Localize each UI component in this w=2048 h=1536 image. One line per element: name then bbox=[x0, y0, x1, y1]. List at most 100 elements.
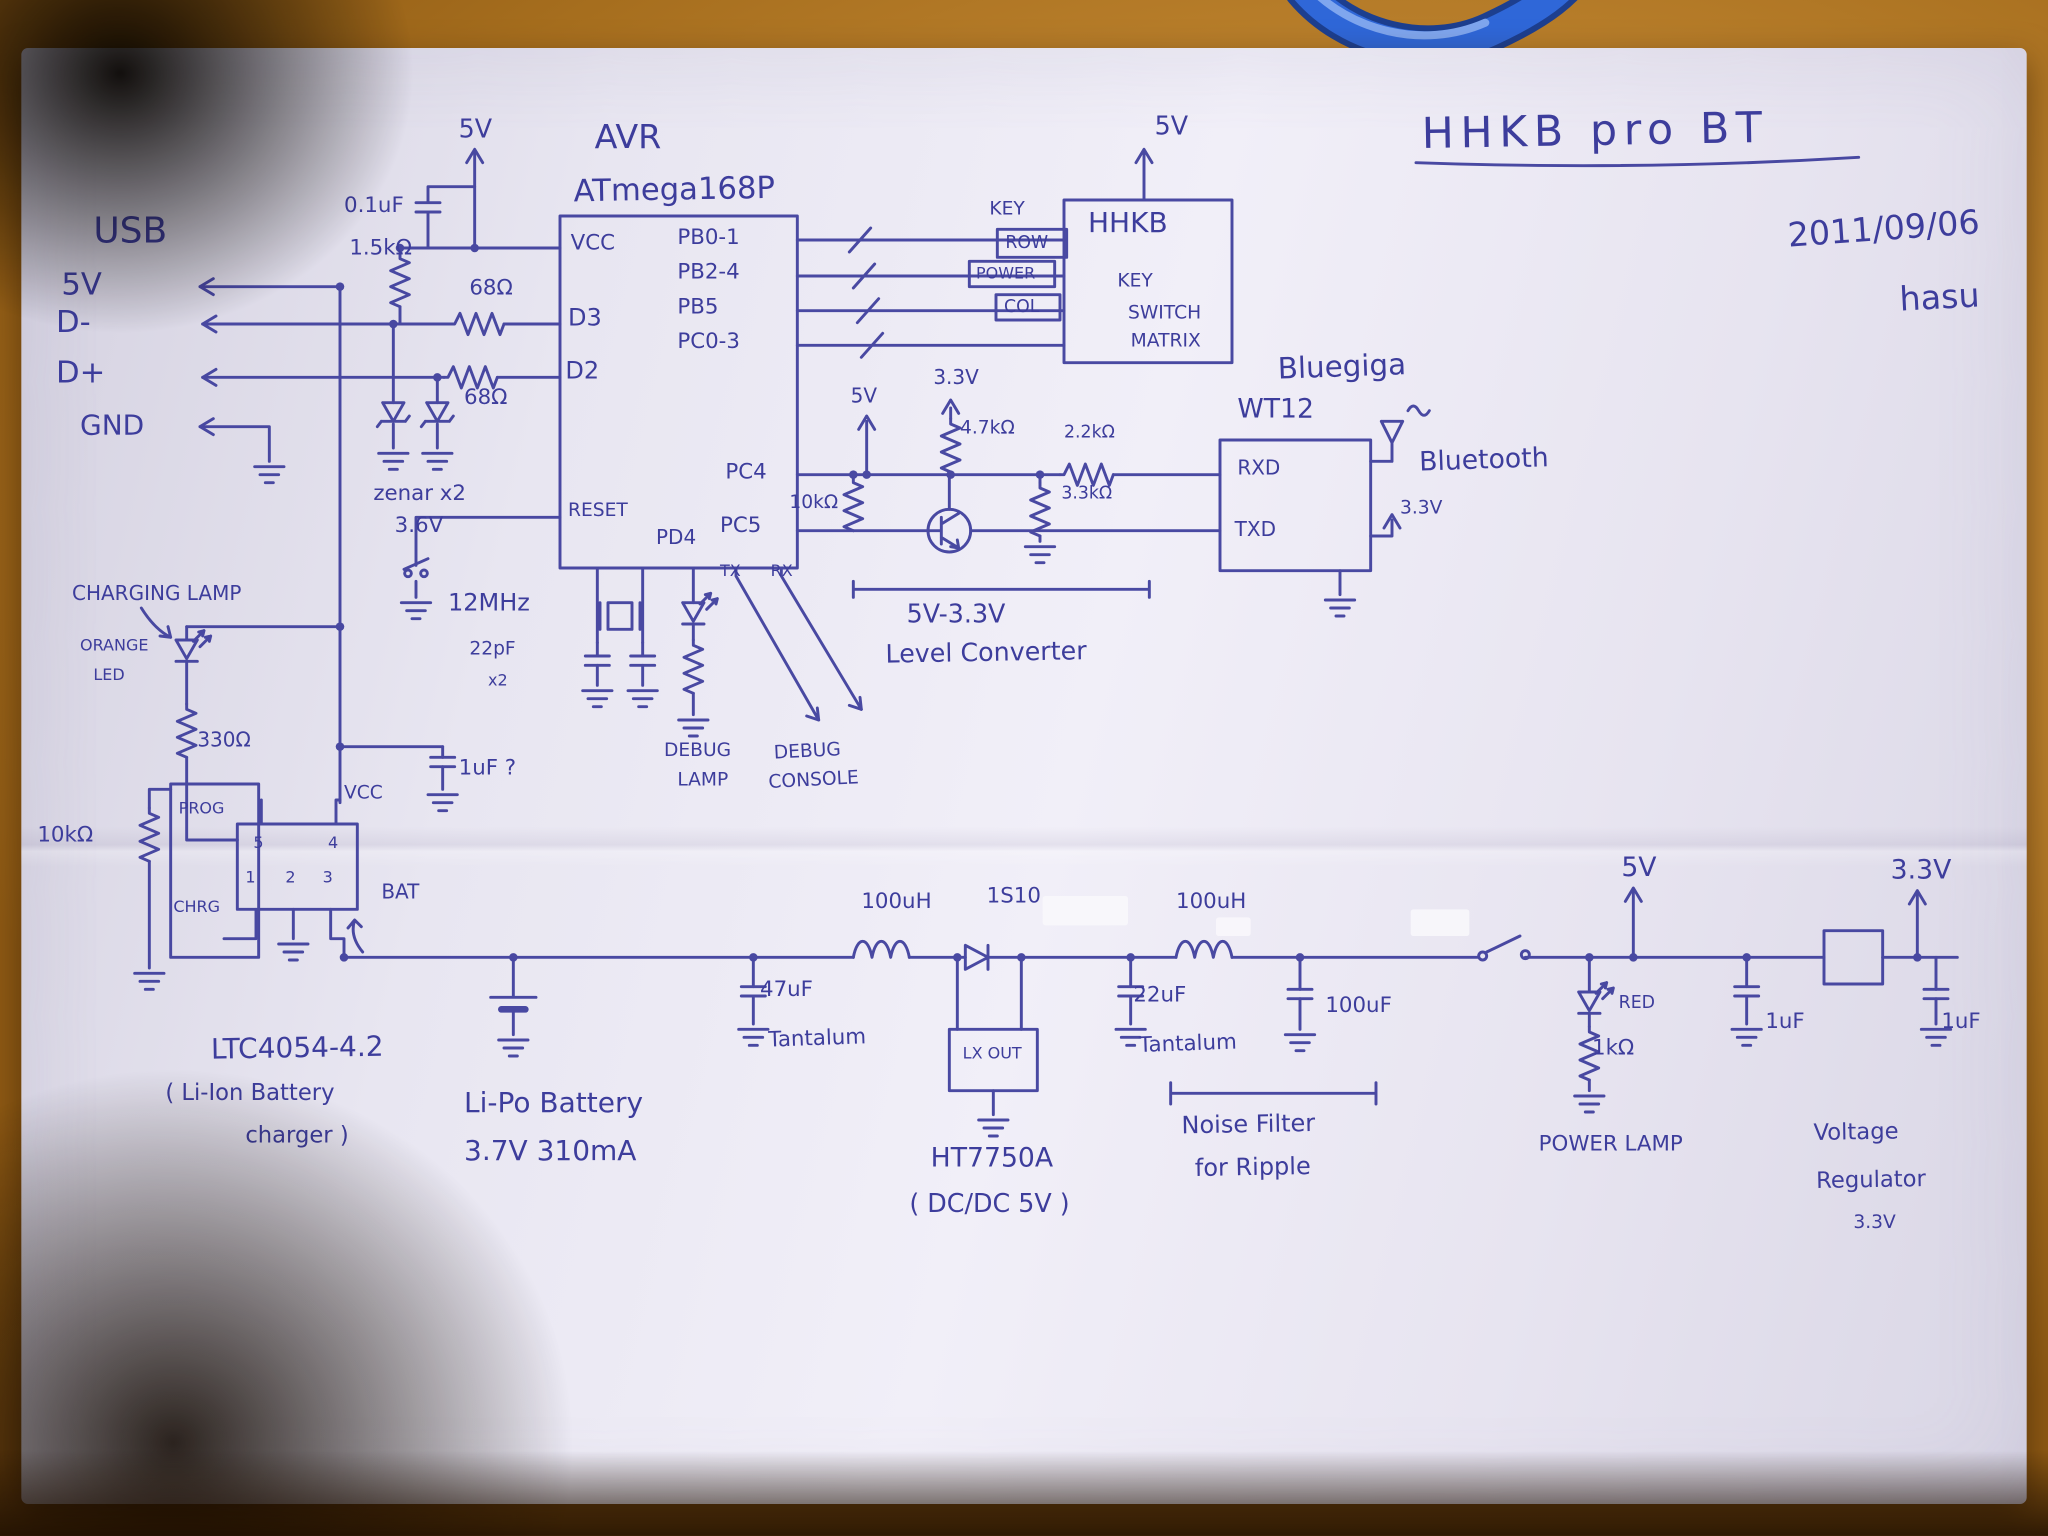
label-pin2: 2 bbox=[285, 867, 296, 887]
label-rx: RX bbox=[770, 561, 793, 580]
label-author: hasu bbox=[1898, 275, 1981, 319]
label-pin1: 1 bbox=[245, 867, 256, 887]
label-pin-pc5: PC5 bbox=[719, 511, 762, 538]
label-pin-pb5: PB5 bbox=[677, 293, 719, 319]
label-cap-22p: 22pF bbox=[469, 638, 516, 660]
label-avr-5v: 5V bbox=[458, 114, 493, 144]
label-cap-47uf-t: Tantalum bbox=[767, 1023, 867, 1052]
label-res-68-2: 68Ω bbox=[463, 383, 508, 410]
label-res-330: 330Ω bbox=[197, 727, 251, 752]
label-orange: ORANGE bbox=[79, 635, 149, 655]
label-wt12: WT12 bbox=[1237, 391, 1314, 424]
label-res-68-1: 68Ω bbox=[469, 274, 513, 300]
label-ltc-vcc: VCC bbox=[343, 782, 383, 804]
label-atmega: ATmega168P bbox=[573, 171, 776, 210]
label-red: RED bbox=[1618, 993, 1656, 1014]
label-prog: PROG bbox=[178, 798, 225, 818]
correction-fluid-patch bbox=[1410, 909, 1470, 936]
label-noise-2: for Ripple bbox=[1194, 1152, 1311, 1183]
label-res-4k7: 4.7kΩ bbox=[959, 417, 1015, 439]
label-debug-con-2: CONSOLE bbox=[767, 767, 860, 794]
label-cap-22uf: 22uF bbox=[1133, 981, 1187, 1007]
label-noise-1: Noise Filter bbox=[1181, 1109, 1316, 1140]
label-wt12-33v: 3.3V bbox=[1399, 497, 1443, 519]
label-pin-d3: D3 bbox=[567, 303, 602, 332]
label-usb-dplus: D+ bbox=[55, 355, 106, 391]
label-led: LED bbox=[93, 665, 125, 684]
label-cap-47uf: 47uF bbox=[759, 975, 813, 1002]
label-key-1: KEY bbox=[989, 198, 1025, 220]
label-lx-out: LX OUT bbox=[962, 1043, 1022, 1063]
label-ltc4054: LTC4054-4.2 bbox=[210, 1030, 384, 1066]
label-tx: TX bbox=[719, 561, 741, 580]
label-pin-d2: D2 bbox=[565, 357, 600, 386]
label-pin-pb01: PB0-1 bbox=[677, 223, 740, 250]
label-pin-pc03: PC0-3 bbox=[677, 327, 740, 354]
label-res-10k-lc: 10kΩ bbox=[789, 491, 839, 514]
paper-crease bbox=[21, 826, 2027, 867]
label-power: POWER bbox=[975, 263, 1036, 283]
desk-edge-shadow bbox=[0, 1450, 2048, 1536]
label-vreg-3: 3.3V bbox=[1853, 1211, 1896, 1234]
label-res-1k: 1kΩ bbox=[1591, 1034, 1635, 1060]
label-title: HHKB pro BT bbox=[1421, 101, 1770, 159]
label-date: 2011/09/06 bbox=[1786, 202, 1981, 255]
label-pin-pd4: PD4 bbox=[655, 525, 697, 550]
label-col: COL bbox=[1003, 297, 1040, 318]
label-pin5: 5 bbox=[253, 833, 264, 852]
label-hhkb: HHKB bbox=[1087, 206, 1168, 239]
label-charging-lamp: CHARGING LAMP bbox=[71, 581, 242, 606]
label-bat: BAT bbox=[381, 879, 420, 904]
label-ht7750a: HT7750A bbox=[930, 1141, 1054, 1174]
label-diode-1s10: 1S10 bbox=[986, 882, 1041, 908]
label-pin-pc4: PC4 bbox=[725, 458, 767, 484]
label-lc-5v: 5V bbox=[850, 383, 878, 408]
label-res-10k: 10kΩ bbox=[37, 821, 94, 847]
label-pin-pb24: PB2-4 bbox=[677, 258, 740, 284]
label-res-3k3: 3.3kΩ bbox=[1061, 483, 1113, 504]
label-power-lamp: POWER LAMP bbox=[1538, 1130, 1683, 1156]
label-cap-22p-x2: x2 bbox=[487, 670, 508, 690]
correction-fluid-patch bbox=[1042, 895, 1128, 926]
label-matrix: MATRIX bbox=[1130, 330, 1201, 352]
correction-fluid-patch bbox=[1215, 917, 1251, 936]
label-ind-1: 100uH bbox=[861, 887, 932, 914]
label-rxd: RXD bbox=[1237, 455, 1281, 480]
label-ind-2: 100uH bbox=[1175, 887, 1247, 914]
label-pin-vcc: VCC bbox=[570, 229, 616, 255]
label-lc-range: 5V-3.3V bbox=[906, 599, 1006, 630]
label-key-2: KEY bbox=[1117, 270, 1153, 292]
label-debug-lamp-2: LAMP bbox=[677, 769, 729, 791]
label-debug-lamp-1: DEBUG bbox=[663, 739, 732, 762]
label-bluetooth: Bluetooth bbox=[1418, 440, 1550, 478]
label-pin3: 3 bbox=[322, 867, 333, 887]
label-ht7750a-sub: ( DC/DC 5V ) bbox=[909, 1189, 1070, 1219]
label-switch: SWITCH bbox=[1127, 302, 1202, 324]
label-cap-100uf: 100uF bbox=[1325, 991, 1392, 1018]
label-txd: TXD bbox=[1234, 517, 1276, 542]
label-xtal: 12MHz bbox=[447, 589, 530, 618]
photo-shadow-top-left bbox=[0, 0, 414, 334]
label-zener-v: 3.6V bbox=[394, 511, 444, 538]
label-row: ROW bbox=[1005, 233, 1049, 254]
label-hhkb-5v: 5V bbox=[1154, 111, 1189, 142]
label-avr: AVR bbox=[594, 117, 662, 156]
label-cap-1uf-b: 1uF bbox=[1941, 1007, 1981, 1034]
label-vreg-2: Regulator bbox=[1815, 1166, 1927, 1195]
label-pl-5v: 5V bbox=[1621, 850, 1657, 883]
label-pin4: 4 bbox=[327, 833, 339, 852]
label-cap-1uf-q: 1uF ? bbox=[458, 754, 517, 780]
label-cap-1uf-a: 1uF bbox=[1765, 1007, 1805, 1034]
label-vreg-1: Voltage bbox=[1813, 1118, 1899, 1147]
label-pin-reset: RESET bbox=[567, 499, 628, 522]
label-cap-22uf-t: Tantalum bbox=[1138, 1028, 1238, 1058]
label-vr-33v: 3.3V bbox=[1890, 853, 1952, 886]
label-lc-name: Level Converter bbox=[885, 636, 1087, 670]
label-bluegiga: Bluegiga bbox=[1277, 348, 1407, 387]
label-usb-gnd: GND bbox=[79, 409, 145, 442]
label-chrg: CHRG bbox=[173, 897, 221, 916]
